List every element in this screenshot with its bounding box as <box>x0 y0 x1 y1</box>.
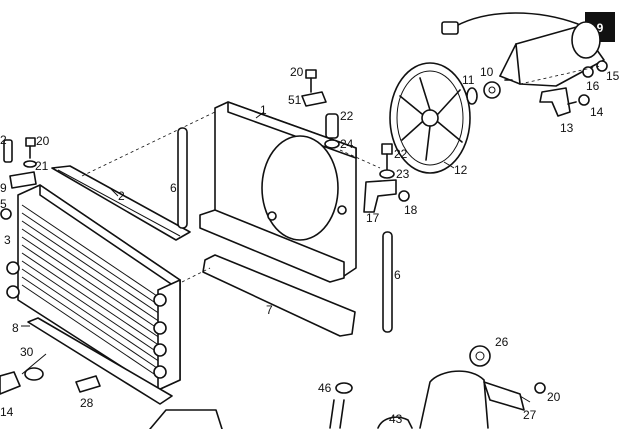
callout-43: 43 <box>389 412 403 426</box>
clamp-part-30 <box>24 367 44 381</box>
bolt-part-20-top <box>305 69 317 93</box>
bottom-strip-part-7 <box>202 254 356 337</box>
callout-22-top: 22 <box>340 109 354 123</box>
bracket-part-17 <box>363 179 397 213</box>
bolt-part-14-upper <box>567 94 590 106</box>
callout-7: 7 <box>266 303 273 317</box>
callout-20-lower: 20 <box>547 390 561 404</box>
callout-2: 2 <box>118 189 125 203</box>
bolt-part-22-left <box>3 139 13 163</box>
nut-part-15 <box>596 60 608 72</box>
callout-28: 28 <box>80 396 94 410</box>
callout-21: 21 <box>35 159 49 173</box>
callout-22-center: 22 <box>394 147 408 161</box>
callout-22-left: 2 <box>0 133 7 147</box>
callout-23: 23 <box>396 167 410 181</box>
callout-26: 26 <box>495 335 509 349</box>
support-rod-right <box>382 231 393 333</box>
screw-part-18 <box>398 190 410 202</box>
cooling-fan-part-12 <box>389 62 471 174</box>
callout-20-top: 20 <box>290 65 304 79</box>
callout-16: 16 <box>586 79 600 93</box>
bracket-part-27 <box>483 381 525 411</box>
support-rod-left <box>177 127 188 229</box>
clamp-part-46 <box>329 382 353 429</box>
bolt-part-20-left <box>25 137 36 159</box>
callout-14-lower: 14 <box>0 405 14 419</box>
clip-part-9 <box>9 171 37 189</box>
washer-part-11 <box>466 87 478 105</box>
washer-part-16 <box>582 66 594 78</box>
callout-24: 24 <box>340 137 354 151</box>
seal-strip-part-2 <box>51 165 191 241</box>
callout-9: 9 <box>0 181 7 195</box>
washer-part-23 <box>379 169 395 179</box>
callout-18: 18 <box>404 203 418 217</box>
callout-10: 10 <box>480 65 494 79</box>
callout-20-left: 20 <box>36 134 50 148</box>
plate-part-51 <box>301 91 327 107</box>
radiator-core <box>6 184 181 391</box>
fan-motor <box>499 21 605 87</box>
callout-51: 51 <box>288 93 302 107</box>
callout-3: 3 <box>4 233 11 247</box>
washer-part-21 <box>23 160 37 168</box>
washer-part-24 <box>324 139 340 149</box>
callout-1: 1 <box>260 103 267 117</box>
callout-14-upper: 14 <box>590 105 604 119</box>
callout-leader-lines <box>21 111 531 403</box>
lower-seal-strip <box>27 317 173 405</box>
callout-labels: 1 2 3 5 6 6 7 8 9 10 11 12 13 14 14 15 1… <box>0 65 620 426</box>
callout-6-right: 6 <box>394 268 401 282</box>
fan-shroud-part-1 <box>199 101 357 283</box>
motor-wire-harness <box>441 12 579 35</box>
callout-13: 13 <box>560 121 574 135</box>
drain-plug-part-28 <box>75 375 101 393</box>
callout-6-left: 6 <box>170 181 177 195</box>
callout-15: 15 <box>606 69 620 83</box>
page-number: 9 <box>597 21 604 35</box>
callout-11: 11 <box>462 73 475 87</box>
washer-part-5 <box>0 208 12 220</box>
hose-part-14-lower <box>0 371 21 395</box>
cap-part-26 <box>469 345 491 367</box>
bolt-part-22-top <box>325 113 339 139</box>
callout-8: 8 <box>12 321 19 335</box>
thermostat-housing <box>419 370 489 429</box>
callout-17: 17 <box>366 211 380 225</box>
bolt-part-20-lower <box>534 382 546 394</box>
coupling-part-10 <box>483 81 501 99</box>
bolt-part-22-center <box>381 143 393 171</box>
bottom-frame-outline <box>149 409 223 429</box>
callout-12: 12 <box>454 163 468 177</box>
bracket-part-13 <box>539 87 571 117</box>
callout-46: 46 <box>318 381 332 395</box>
callout-5: 5 <box>0 197 7 211</box>
callout-27: 27 <box>523 408 537 422</box>
radiator-fins <box>21 204 161 379</box>
pipe-part-43 <box>377 416 413 429</box>
assembly-guide-lines <box>81 65 601 283</box>
callout-30: 30 <box>20 345 34 359</box>
